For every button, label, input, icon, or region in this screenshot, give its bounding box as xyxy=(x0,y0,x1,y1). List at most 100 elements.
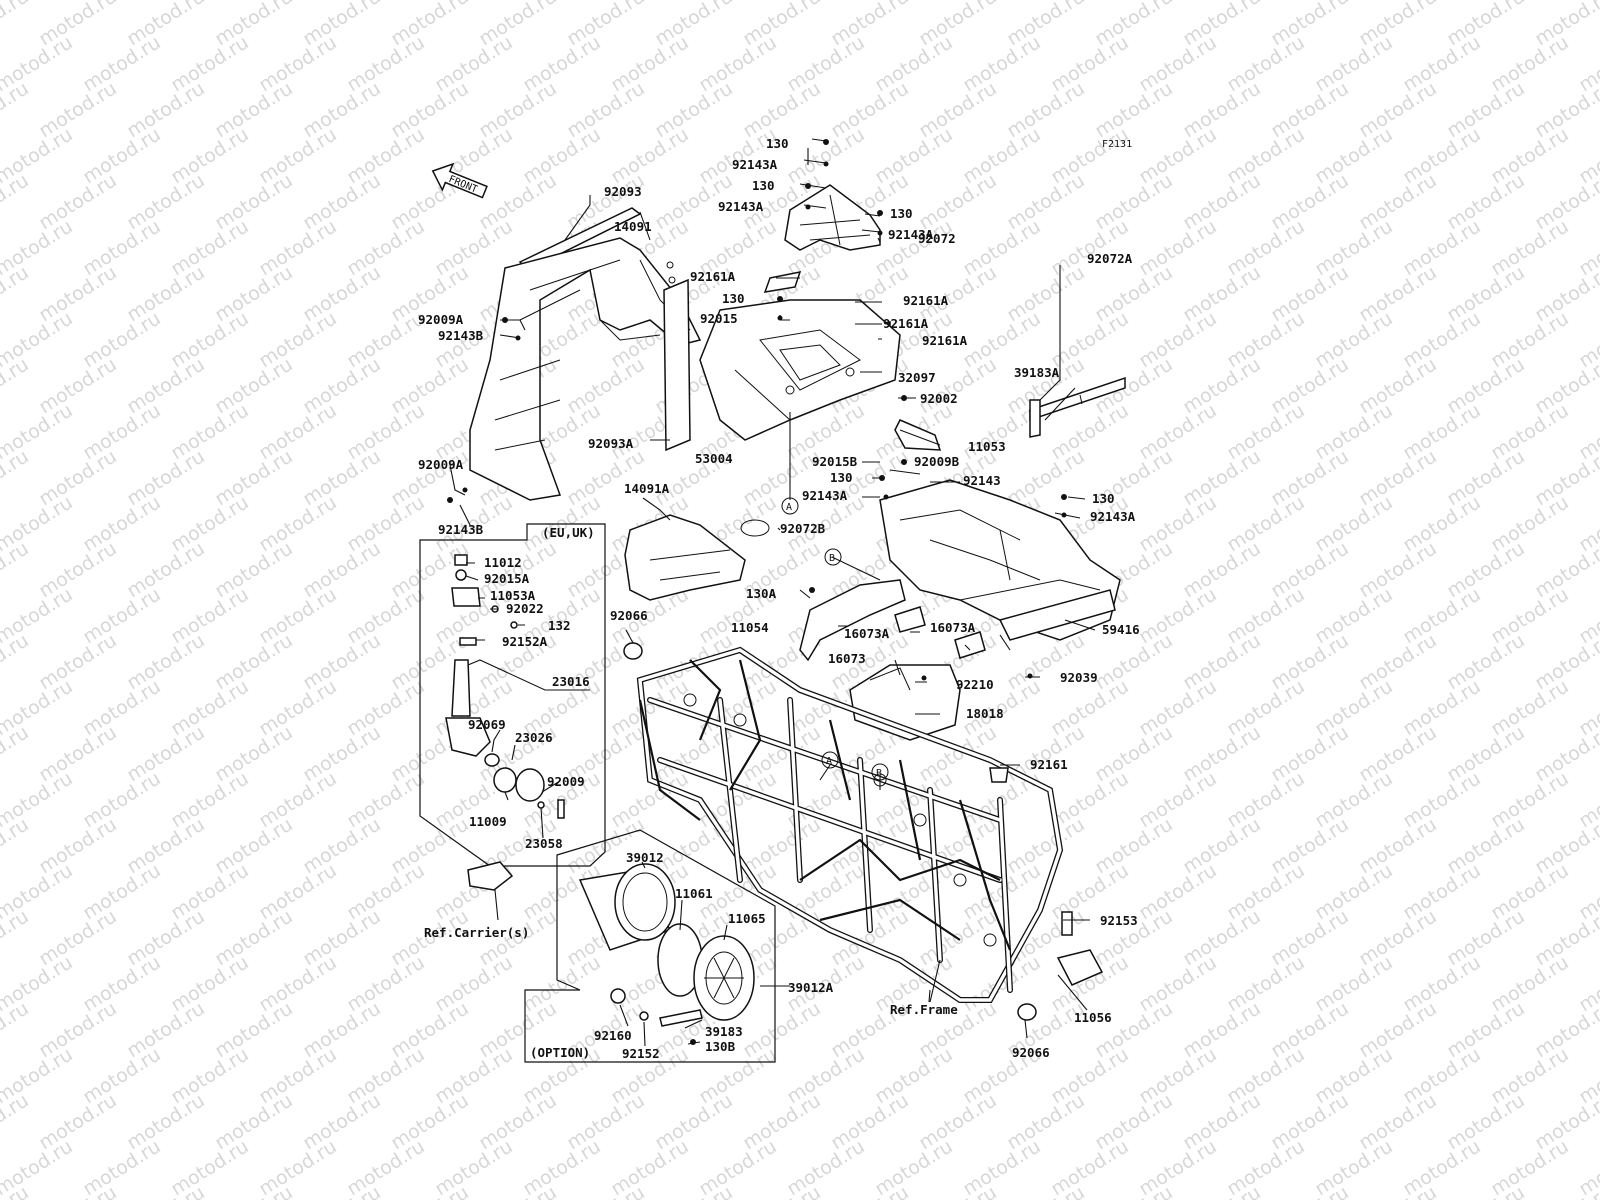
label-130: 130 xyxy=(1092,491,1115,506)
label-23058: 23058 xyxy=(525,836,563,851)
eu-uk-box-label: (EU,UK) xyxy=(542,525,595,540)
label-92066: 92066 xyxy=(610,608,648,623)
label-92210: 92210 xyxy=(956,677,994,692)
marker-a-frame: A xyxy=(821,751,839,769)
label-92069: 92069 xyxy=(468,717,506,732)
label-11009: 11009 xyxy=(469,814,507,829)
label-32097: 32097 xyxy=(898,370,936,385)
label-92072a: 92072A xyxy=(1087,251,1133,266)
label-11065: 11065 xyxy=(728,911,766,926)
label-92093: 92093 xyxy=(604,184,642,199)
option-box-label: (OPTION) xyxy=(530,1045,590,1060)
label-92009b: 92009B xyxy=(914,454,960,469)
label-39183: 39183 xyxy=(705,1024,743,1039)
label-92009a: 92009A xyxy=(418,457,464,472)
label-23016: 23016 xyxy=(552,674,590,689)
ref-carrier-label: Ref.Carrier(s) xyxy=(424,925,529,940)
part-carrier-bracket xyxy=(467,861,514,891)
label-92161: 92161 xyxy=(1030,757,1068,772)
label-92002: 92002 xyxy=(920,391,958,406)
label-92066: 92066 xyxy=(1012,1045,1050,1060)
label-11012: 11012 xyxy=(484,555,522,570)
label-92143a: 92143A xyxy=(888,227,934,242)
part-92066-bumper xyxy=(623,642,1037,1021)
inset-parts xyxy=(445,554,565,819)
option-inset-box xyxy=(524,829,776,1063)
label-130b: 130B xyxy=(705,1039,736,1054)
part-labels: 130 92143A 130 92143A 130 92143A 92072 9… xyxy=(418,136,1140,1061)
label-11053: 11053 xyxy=(968,439,1006,454)
label-92015a: 92015A xyxy=(484,571,530,586)
label-92072b: 92072B xyxy=(780,521,826,536)
label-92072: 92072 xyxy=(918,231,956,246)
label-130: 130 xyxy=(722,291,745,306)
label-130: 130 xyxy=(890,206,913,221)
part-11053-bracket xyxy=(894,419,942,451)
bolt-dots xyxy=(447,139,1067,1045)
part-92072a-strip xyxy=(1029,376,1126,422)
part-92161-grommet xyxy=(989,767,1009,783)
eu-uk-inset-box xyxy=(419,523,606,867)
label-92143a: 92143A xyxy=(1090,509,1136,524)
label-11061: 11061 xyxy=(675,886,713,901)
label-92153: 92153 xyxy=(1100,913,1138,928)
label-92143a: 92143A xyxy=(802,488,848,503)
label-92161a: 92161A xyxy=(883,316,929,331)
label-11056: 11056 xyxy=(1074,1010,1112,1025)
diagram-code: F2131 xyxy=(1102,139,1132,150)
label-92152: 92152 xyxy=(622,1046,660,1061)
label-92143b: 92143B xyxy=(438,522,484,537)
label-39183a: 39183A xyxy=(1014,365,1060,380)
label-11053a: 11053A xyxy=(490,588,536,603)
label-130: 130 xyxy=(752,178,775,193)
label-92039: 92039 xyxy=(1060,670,1098,685)
svg-text:A: A xyxy=(786,502,792,513)
label-92152a: 92152A xyxy=(502,634,548,649)
label-39012: 39012 xyxy=(626,850,664,865)
main-frame xyxy=(636,646,1064,1003)
label-11054: 11054 xyxy=(731,620,769,635)
marker-a-top: A xyxy=(781,497,799,515)
label-130: 130 xyxy=(830,470,853,485)
part-11054-bracket xyxy=(799,579,906,662)
label-92161a: 92161A xyxy=(903,293,949,308)
svg-text:A: A xyxy=(826,756,832,767)
label-14091: 14091 xyxy=(614,219,652,234)
label-92161a: 92161A xyxy=(922,333,968,348)
label-92143b: 92143B xyxy=(438,328,484,343)
label-92009a: 92009A xyxy=(418,312,464,327)
part-32097-tray xyxy=(699,299,901,441)
label-92143: 92143 xyxy=(963,473,1001,488)
label-23026: 23026 xyxy=(515,730,553,745)
marker-b-frame: B xyxy=(871,763,889,781)
label-92015b: 92015B xyxy=(812,454,858,469)
part-14091a-cover xyxy=(624,514,746,601)
front-arrow-icon: FRONT xyxy=(431,162,488,199)
marker-b-top: B xyxy=(824,548,842,566)
label-59416: 59416 xyxy=(1102,622,1140,637)
label-92093a: 92093A xyxy=(588,436,634,451)
part-16073a-pads xyxy=(894,606,986,659)
part-92093a-bar xyxy=(663,278,691,452)
part-rear-body xyxy=(879,479,1121,641)
ref-frame-label: Ref.Frame xyxy=(890,1002,958,1017)
label-16073a: 16073A xyxy=(930,620,976,635)
part-92153-bolt xyxy=(1061,911,1073,936)
part-39183a-clip xyxy=(1029,399,1041,438)
label-92022: 92022 xyxy=(506,601,544,616)
part-92072b-ring xyxy=(740,519,770,537)
label-16073a: 16073A xyxy=(844,626,890,641)
option-parts xyxy=(578,863,755,1027)
label-16073: 16073 xyxy=(828,651,866,666)
label-92009: 92009 xyxy=(547,774,585,789)
label-39012a: 39012A xyxy=(788,980,834,995)
svg-text:B: B xyxy=(829,553,835,564)
part-92072-bracket xyxy=(784,184,881,251)
label-18018: 18018 xyxy=(966,706,1004,721)
label-92143a: 92143A xyxy=(732,157,778,172)
label-92160: 92160 xyxy=(594,1028,632,1043)
part-11056-plate xyxy=(1056,949,1104,986)
label-53004: 53004 xyxy=(695,451,733,466)
label-92015: 92015 xyxy=(700,311,738,326)
label-130a: 130A xyxy=(746,586,777,601)
